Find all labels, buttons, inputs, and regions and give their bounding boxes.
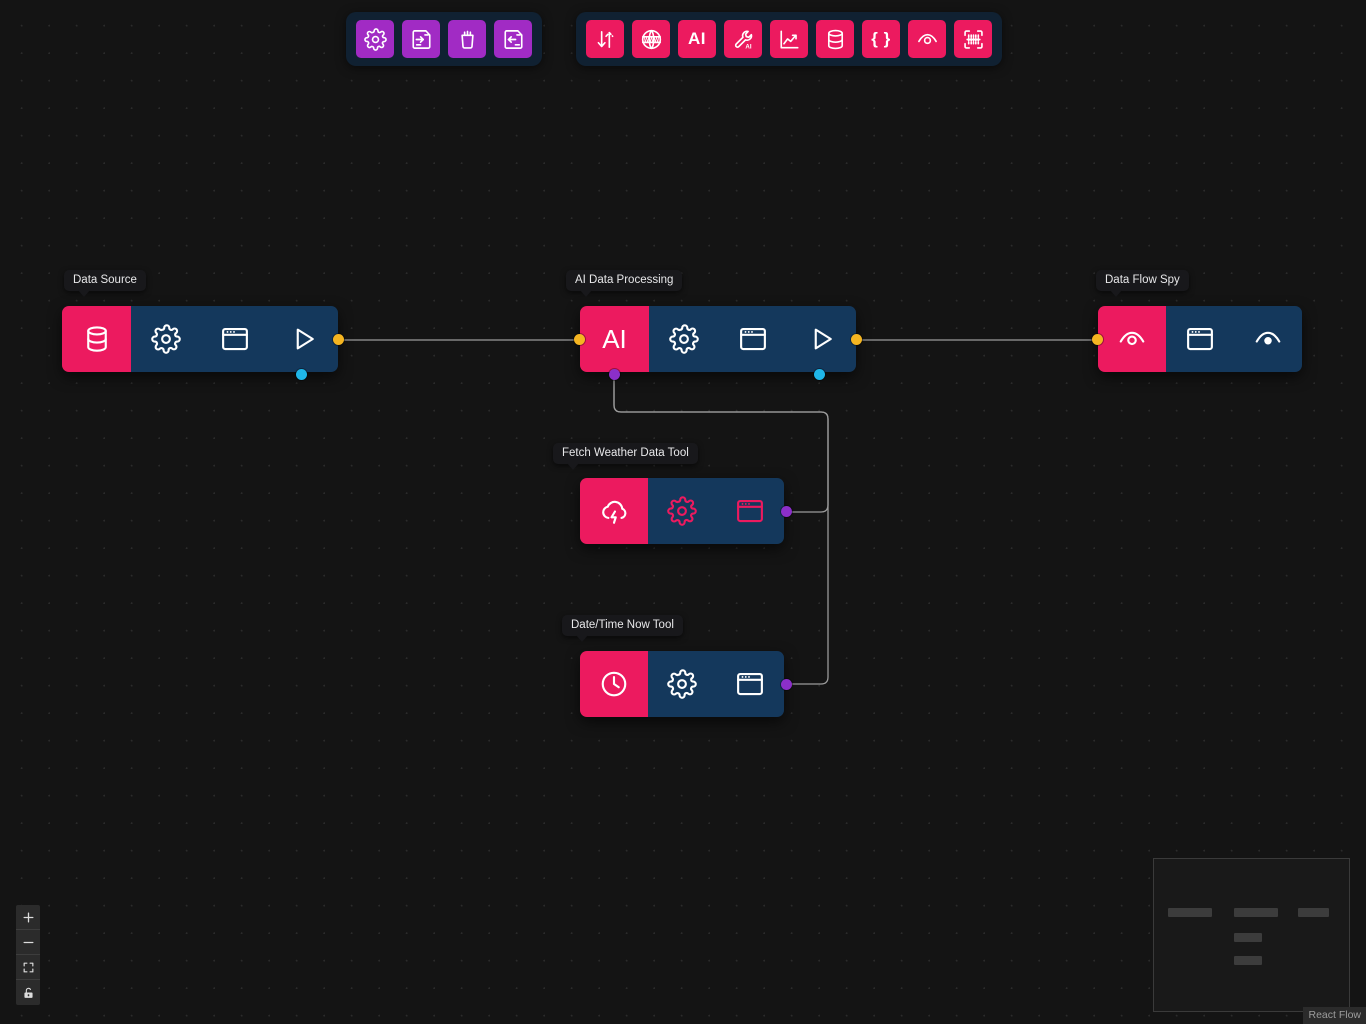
- minimap-node: [1234, 908, 1278, 917]
- minimap-node: [1234, 956, 1262, 965]
- minimap-node: [1234, 933, 1262, 942]
- handle-purple-tool-right[interactable]: [781, 679, 792, 690]
- handle-cyan-source-bottom[interactable]: [296, 369, 307, 380]
- node-segment-window-icon[interactable]: [1166, 306, 1234, 372]
- eye-icon[interactable]: [908, 20, 946, 58]
- node-segment-play-icon[interactable]: [269, 306, 338, 372]
- ai-tool-wrench-icon[interactable]: AI: [724, 20, 762, 58]
- node-segment-clock-icon[interactable]: [580, 651, 648, 717]
- fit-view-icon: [22, 961, 35, 974]
- zoom-out-icon[interactable]: [16, 930, 40, 955]
- minimap[interactable]: [1153, 858, 1350, 1012]
- node-data-flow-spy[interactable]: [1098, 306, 1302, 372]
- node-label-ai-data-processing: AI Data Processing: [566, 270, 683, 297]
- node-segment-cloud-lightning-icon[interactable]: [580, 478, 648, 544]
- delete-trash-icon[interactable]: [448, 20, 486, 58]
- node-ai-data-processing[interactable]: AI: [580, 306, 856, 372]
- line-chart-icon: [778, 28, 801, 51]
- node-segment-database-icon[interactable]: [62, 306, 131, 372]
- node-label-date-time-now-tool: Date/Time Now Tool: [562, 615, 683, 642]
- node-actions-toolbar[interactable]: [346, 12, 542, 66]
- save-flow-icon: [502, 28, 525, 51]
- play-icon: [289, 324, 319, 354]
- gear-icon: [667, 669, 697, 699]
- database-icon: [824, 28, 847, 51]
- fit-view-icon[interactable]: [16, 955, 40, 980]
- node-segment-gear-icon[interactable]: [648, 651, 716, 717]
- node-label-fetch-weather-data-tool: Fetch Weather Data Tool: [553, 443, 698, 470]
- node-segment-window-icon[interactable]: [716, 651, 784, 717]
- node-segment-eye-icon[interactable]: [1098, 306, 1166, 372]
- import-flow-icon[interactable]: [402, 20, 440, 58]
- handle-yellow-source-right[interactable]: [851, 334, 862, 345]
- database-icon[interactable]: [816, 20, 854, 58]
- www-globe-icon: WWW: [640, 28, 663, 51]
- json-braces-icon[interactable]: { }: [862, 20, 900, 58]
- node-label-data-flow-spy: Data Flow Spy: [1096, 270, 1189, 297]
- eye-filled-icon: [1253, 324, 1283, 354]
- ai-tool-wrench-icon: AI: [732, 28, 755, 51]
- input-output-arrows-icon: [594, 28, 617, 51]
- node-palette-toolbar[interactable]: WWW AI AI { }: [576, 12, 1002, 66]
- minimap-node: [1168, 908, 1212, 917]
- import-flow-icon: [410, 28, 433, 51]
- window-icon: [220, 324, 250, 354]
- node-segment-ai-text-icon[interactable]: AI: [580, 306, 649, 372]
- node-date-time-now-tool[interactable]: [580, 651, 784, 717]
- line-chart-icon[interactable]: [770, 20, 808, 58]
- node-segment-gear-icon[interactable]: [648, 478, 716, 544]
- node-segment-play-icon[interactable]: [787, 306, 856, 372]
- svg-text:AI: AI: [745, 43, 751, 50]
- ai-text-icon-label: AI: [688, 29, 706, 48]
- handle-purple-tool-right[interactable]: [781, 506, 792, 517]
- node-data-source[interactable]: [62, 306, 338, 372]
- gear-icon: [363, 27, 387, 51]
- window-icon: [735, 496, 765, 526]
- handle-purple-tool-bottom[interactable]: [609, 369, 620, 380]
- ai-text-icon-label: AI: [602, 323, 627, 354]
- www-globe-icon[interactable]: WWW: [632, 20, 670, 58]
- node-segment-gear-icon[interactable]: [649, 306, 718, 372]
- zoom-in-icon: [22, 911, 35, 924]
- minimap-node: [1298, 908, 1329, 917]
- gear-icon: [668, 324, 699, 354]
- gear-icon: [667, 496, 697, 526]
- save-flow-icon[interactable]: [494, 20, 532, 58]
- play-icon: [807, 324, 837, 354]
- handle-yellow-target-left[interactable]: [1092, 334, 1103, 345]
- node-segment-window-icon[interactable]: [200, 306, 269, 372]
- handle-yellow-target-left[interactable]: [574, 334, 585, 345]
- gear-icon: [150, 324, 181, 354]
- barcode-scan-icon[interactable]: [954, 20, 992, 58]
- svg-text:WWW: WWW: [643, 37, 659, 43]
- node-segment-window-icon[interactable]: [718, 306, 787, 372]
- unlock-icon[interactable]: [16, 980, 40, 1005]
- window-icon: [735, 669, 765, 699]
- gear-icon[interactable]: [356, 20, 394, 58]
- clock-icon: [599, 669, 629, 699]
- node-label-data-source: Data Source: [64, 270, 146, 297]
- window-icon: [1185, 324, 1215, 354]
- delete-trash-icon: [456, 28, 479, 51]
- ai-text-icon[interactable]: AI: [678, 20, 716, 58]
- handle-yellow-source-right[interactable]: [333, 334, 344, 345]
- zoom-in-icon[interactable]: [16, 905, 40, 930]
- input-output-arrows-icon[interactable]: [586, 20, 624, 58]
- json-braces-icon-label: { }: [871, 29, 891, 48]
- handle-cyan-source-bottom[interactable]: [814, 369, 825, 380]
- eye-icon: [1117, 324, 1147, 354]
- zoom-out-icon: [22, 936, 35, 949]
- node-segment-window-icon[interactable]: [716, 478, 784, 544]
- node-segment-eye-filled-icon[interactable]: [1234, 306, 1302, 372]
- barcode-scan-icon: [962, 28, 985, 51]
- node-fetch-weather-data-tool[interactable]: [580, 478, 784, 544]
- react-flow-attribution[interactable]: React Flow: [1303, 1007, 1366, 1024]
- cloud-lightning-icon: [599, 496, 629, 526]
- node-segment-gear-icon[interactable]: [131, 306, 200, 372]
- unlock-icon: [22, 986, 35, 1000]
- window-icon: [738, 324, 768, 354]
- database-icon: [82, 324, 112, 354]
- eye-icon: [916, 28, 939, 51]
- zoom-controls[interactable]: [16, 905, 40, 1005]
